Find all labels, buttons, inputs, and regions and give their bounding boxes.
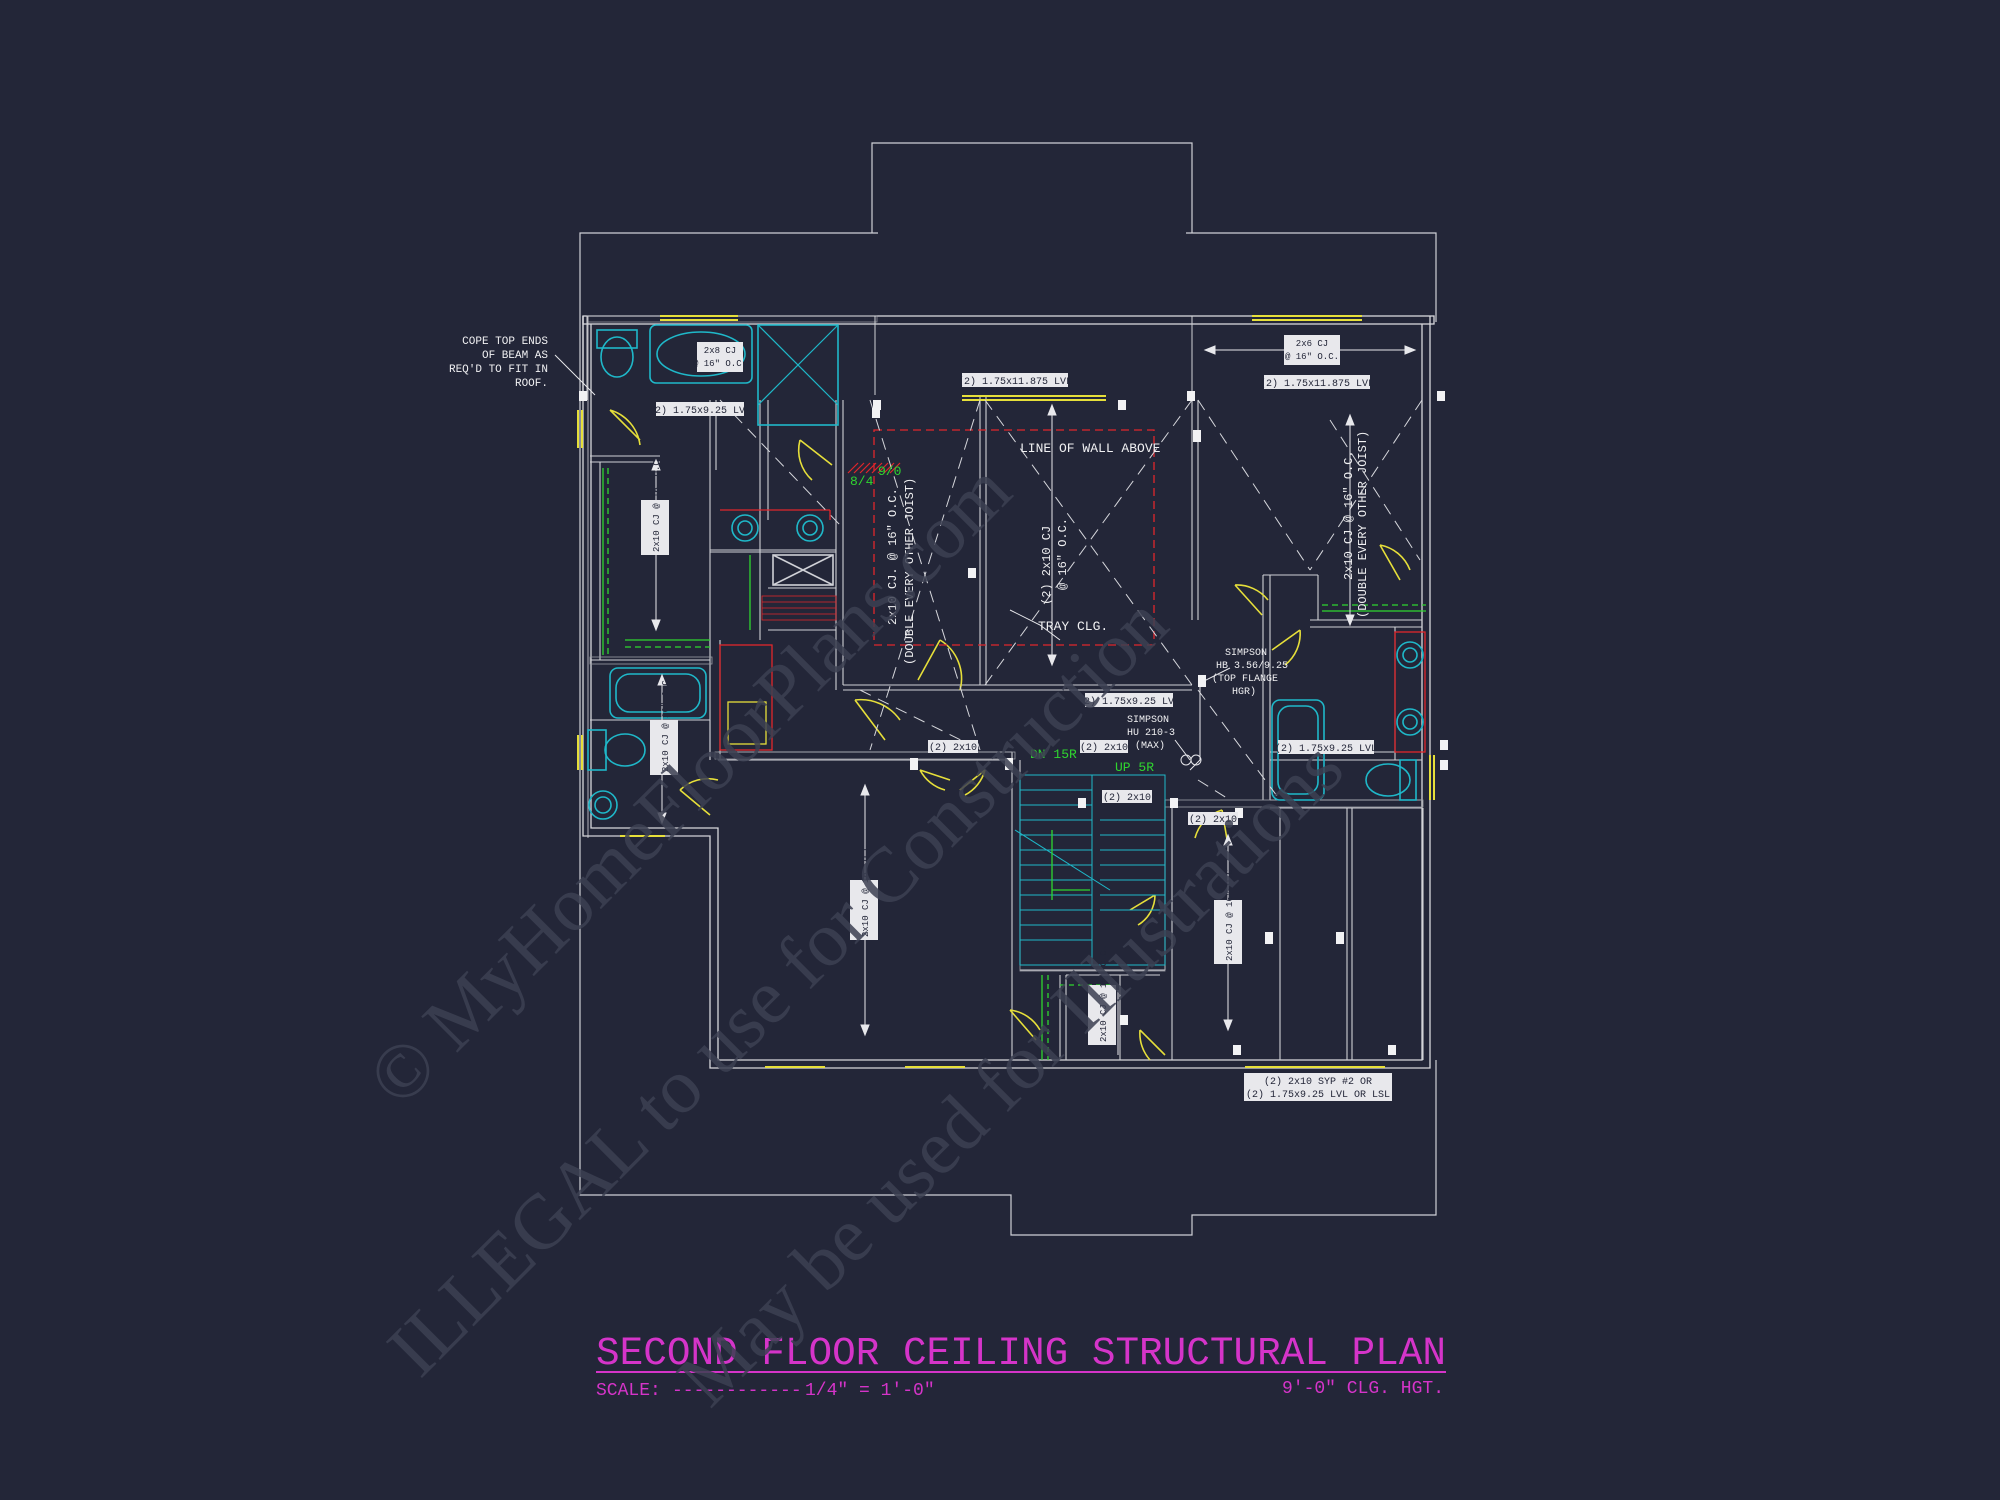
cope-note-line-4: ROOF.	[515, 378, 548, 390]
roof-outline	[579, 142, 1437, 1236]
vtag-c: 2x10 CJ @ 16" O.C.	[861, 840, 871, 937]
left-cj-line-1: 2x10 CJ. @ 16" O.C.	[886, 488, 900, 625]
upper-rooms	[586, 316, 1193, 400]
doors	[609, 409, 1411, 1061]
tray-ceiling-note: TRAY CLG.	[1038, 619, 1108, 634]
vtag-d: 2x10 CJ @ 16" O.C.	[1099, 945, 1109, 1042]
cope-note-line-3: REQ'D TO FIT IN	[449, 364, 548, 376]
line-of-wall-note: LINE OF WALL ABOVE	[1020, 441, 1161, 456]
hanger-circles	[1180, 754, 1202, 766]
box-label-9: 9/0	[878, 464, 901, 479]
center-cj-line-2: @ 16" O.C.	[1056, 518, 1070, 590]
vtag-a: 2x10 CJ @ 16" O.C.	[652, 455, 662, 552]
beam-bottom-line-1: (2) 2x10 SYP #2 OR	[1264, 1076, 1372, 1088]
right-cj-line-2: (DOUBLE EVERY OTHER JOIST)	[1356, 431, 1370, 618]
beam-small-4: (2) 2x10	[1189, 814, 1237, 826]
beam-bottom-line-2: (2) 1.75x9.25 LVL OR LSL	[1246, 1089, 1390, 1101]
left-cj-line-2: (DOUBLE EVERY OTHER JOIST)	[903, 478, 917, 665]
posts	[579, 391, 1448, 1055]
simpson-hb-line-1: SIMPSON	[1225, 648, 1267, 659]
scale-label: SCALE:	[596, 1381, 661, 1401]
joist-tag-2x8-line-2: @ 16" O.C.	[693, 359, 747, 369]
simpson-hu-line-3: (MAX)	[1135, 740, 1165, 752]
beam-top-right: (2) 1.75x11.875 LVL	[1260, 378, 1374, 390]
beam-mid-center: (2) 1.75x9.25 LVL	[1078, 696, 1180, 708]
ceiling-height: 9'-0" CLG. HGT.	[1282, 1379, 1444, 1399]
hatched-walls	[589, 595, 1424, 972]
joist-diagonals	[719, 399, 1423, 801]
beam-top-center: (2) 1.75x11.875 LVL	[958, 376, 1072, 388]
box-label-8: 8/4	[850, 474, 874, 489]
scale-value: 1/4" = 1'-0"	[805, 1381, 935, 1401]
cope-note-line-2: OF BEAM AS	[482, 350, 548, 362]
plan-title: SECOND FLOOR CEILING STRUCTURAL PLAN	[596, 1332, 1446, 1377]
beam-small-2: (2) 2x10	[1080, 742, 1128, 754]
stair-up-label: UP 5R	[1115, 760, 1154, 775]
simpson-hb-line-4: HGR)	[1232, 686, 1256, 698]
scale-dashes: ------------	[672, 1381, 802, 1401]
beam-small-3: (2) 2x10	[1103, 792, 1151, 804]
vertical-joist-tags: 2x10 CJ @ 16" O.C. 2x10 CJ @ 16" O.C. 2x…	[641, 455, 1242, 1045]
green-lines	[602, 468, 1426, 1060]
right-cj-line-1: 2x10 CJ @ 16" O.C.	[1342, 450, 1356, 580]
center-cj-line-1: (2) 2x10 CJ	[1040, 526, 1054, 605]
simpson-hu-line-1: SIMPSON	[1127, 715, 1169, 726]
span-arrows	[651, 345, 1417, 1055]
beam-tags: (2) 1.75x11.875 LVL (2) 1.75x11.875 LVL …	[649, 335, 1392, 1101]
title-block: SECOND FLOOR CEILING STRUCTURAL PLAN SCA…	[596, 1332, 1446, 1401]
simpson-hb-line-2: HB 3.56/9.25	[1216, 660, 1288, 672]
cope-note-line-1: COPE TOP ENDS	[462, 336, 548, 348]
joist-tag-2x8-line-1: 2x8 CJ	[704, 346, 736, 356]
red-hatch	[847, 462, 901, 474]
stair-down-label: DN 15R	[1030, 747, 1077, 762]
vtag-e: 2x10 CJ @ 16" O.C.	[1225, 864, 1235, 961]
simpson-hu-line-2: HU 210-3	[1127, 728, 1175, 739]
beam-mid-right: (2) 1.75x9.25 LVL	[1275, 743, 1377, 755]
joist-tag-2x6-line-2: @ 16" O.C.	[1285, 352, 1339, 362]
interior-walls	[590, 395, 1424, 1060]
joist-tag-2x6-line-1: 2x6 CJ	[1296, 339, 1328, 349]
vtag-b: 2x10 CJ @ 16" O.C.	[661, 675, 671, 772]
simpson-hb-line-3: (TOP FLANGE	[1212, 673, 1278, 685]
beam-top-left: (2) 1.75x9.25 LVL	[649, 405, 751, 417]
windows	[577, 315, 1435, 1068]
beam-small-1: (2) 2x10	[929, 742, 977, 754]
exterior-walls	[582, 315, 1435, 1069]
red-lines	[719, 429, 1426, 753]
